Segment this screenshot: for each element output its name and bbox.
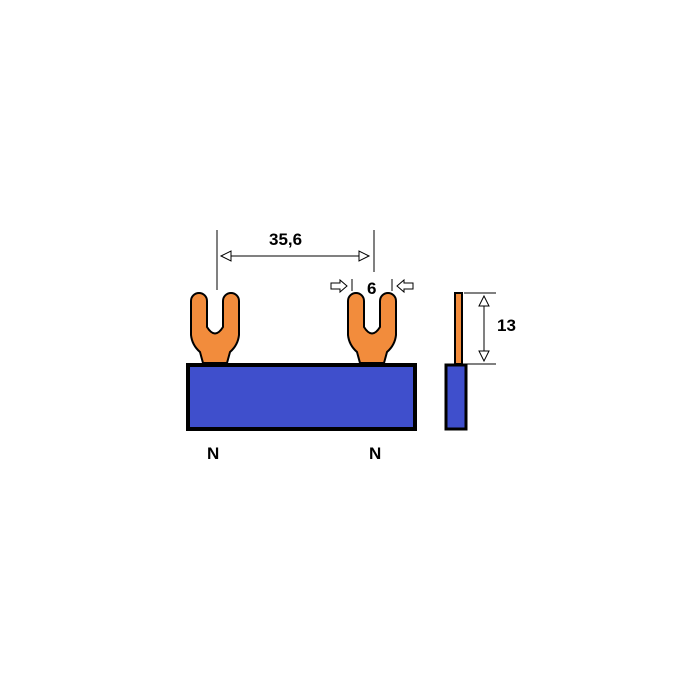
pitch-arrow-right — [358, 250, 371, 262]
side-view-body — [444, 363, 468, 431]
side-view-tab — [454, 292, 463, 365]
height-arrow-bottom — [478, 350, 490, 363]
pitch-dimension — [216, 230, 375, 290]
busbar-body — [186, 363, 417, 431]
height-dimension — [464, 292, 496, 365]
pitch-arrow-left — [219, 250, 232, 262]
fork-width-arrow-left — [330, 278, 348, 294]
left-pin-label: N — [207, 444, 219, 463]
pitch-label: 35,6 — [269, 230, 302, 249]
height-label: 13 — [497, 316, 516, 335]
left-fork-terminal — [190, 292, 240, 364]
height-arrow-top — [478, 294, 490, 307]
fork-width-label: 6 — [367, 279, 376, 298]
fork-width-dimension — [330, 278, 414, 294]
right-fork-terminal — [347, 292, 397, 364]
fork-width-arrow-right — [396, 278, 414, 294]
right-pin-label: N — [369, 444, 381, 463]
